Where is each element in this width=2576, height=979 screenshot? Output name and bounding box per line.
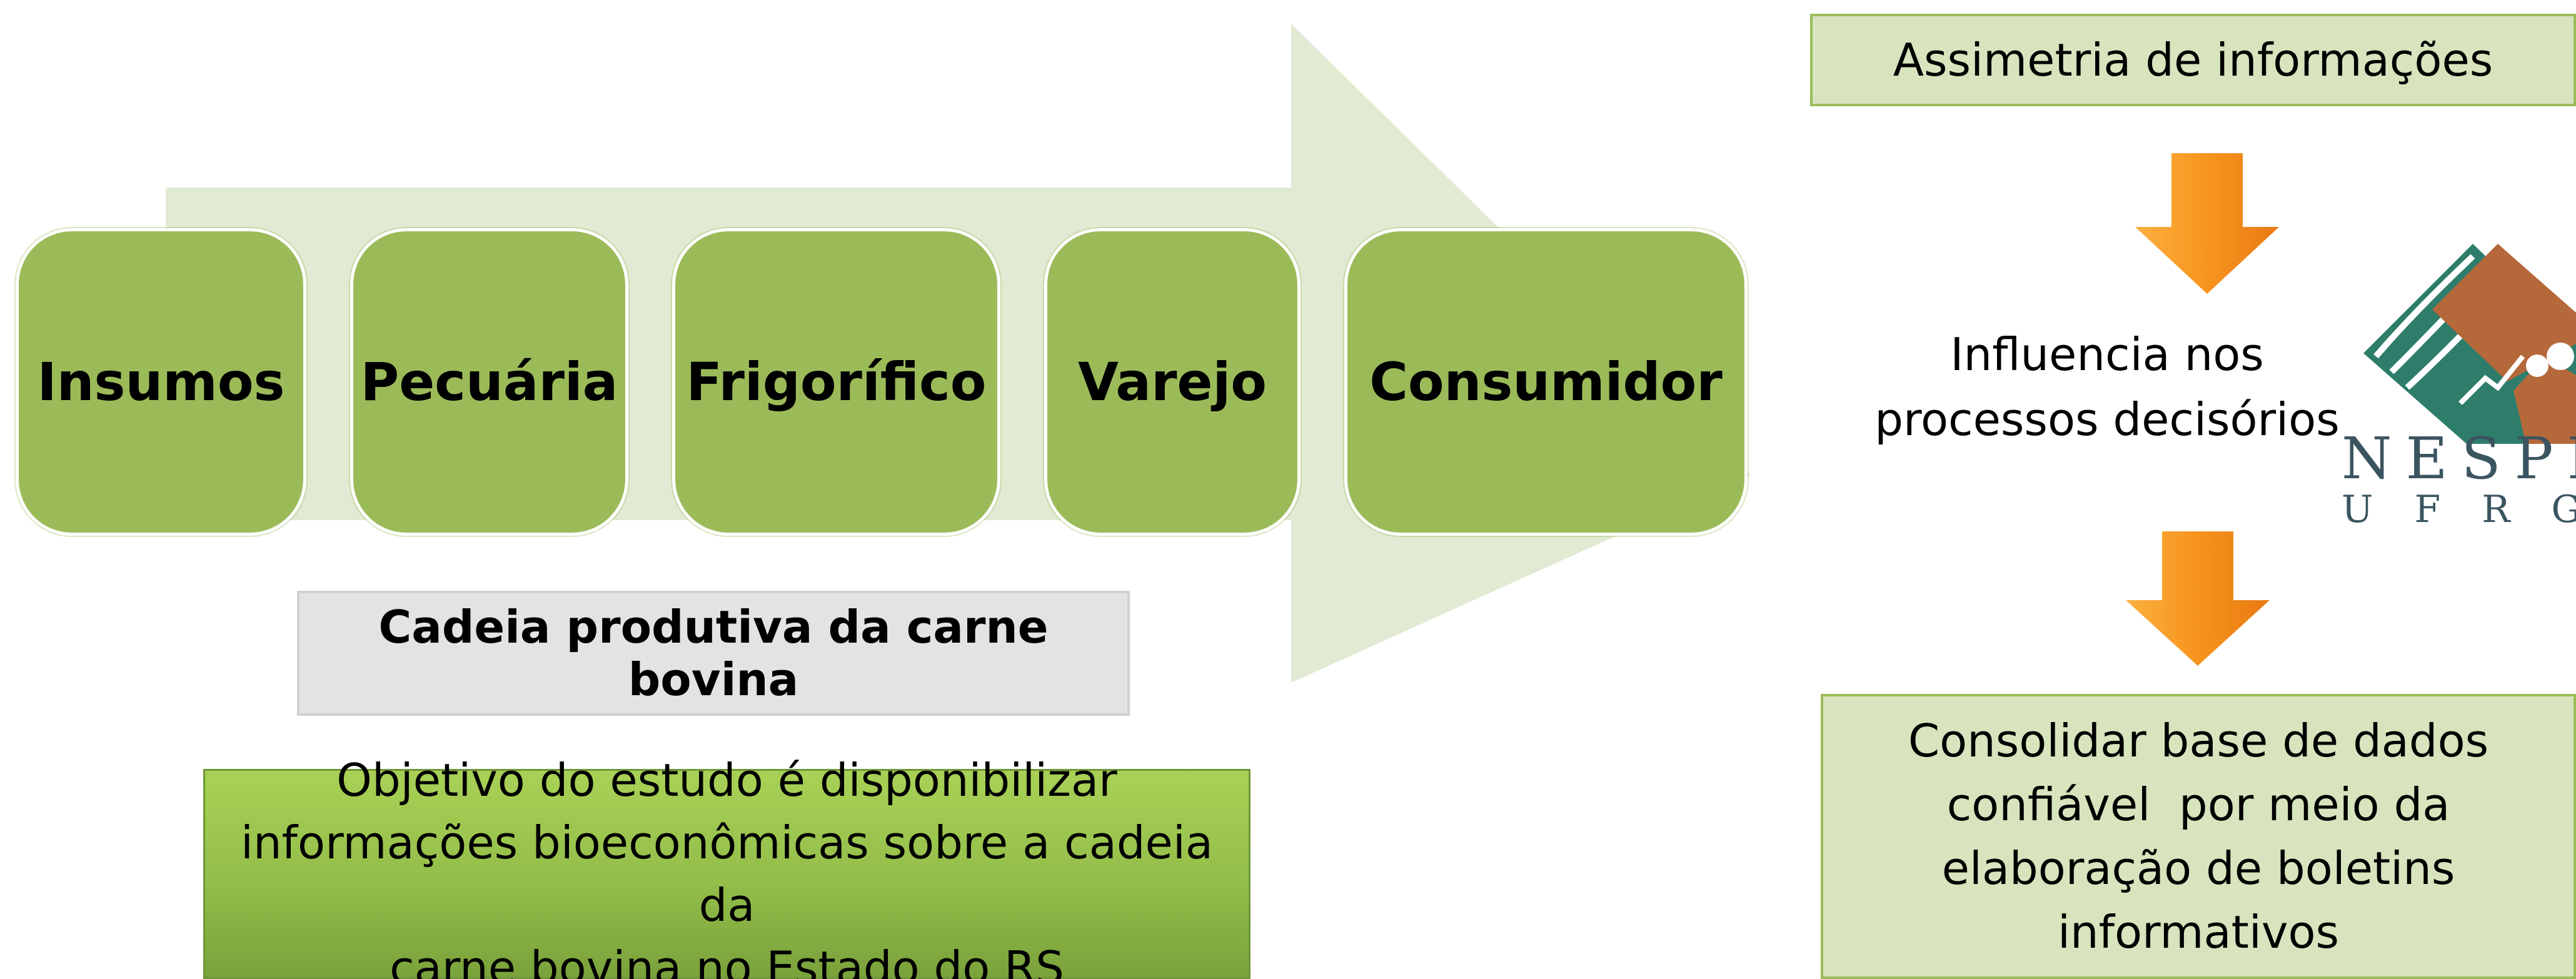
influencia-line-2: processos decisórios: [1874, 393, 2340, 446]
objective-line-2: informações bioeconômicas sobre a cadeia…: [241, 816, 1213, 931]
objective-line-3: carne bovina no Estado do RS: [390, 941, 1064, 979]
stage-frigorifico-label: Frigorífico: [686, 351, 987, 413]
consolidar-line-4: informativos: [2057, 906, 2340, 958]
stage-consumidor-label: Consumidor: [1369, 351, 1723, 413]
consolidar-box: Consolidar base de dados confiável por m…: [1821, 694, 2576, 979]
assimetria-box: Assimetria de informações: [1810, 14, 2576, 106]
stage-frigorifico: Frigorífico: [672, 228, 1000, 536]
objective-line-1: Objetivo do estudo é disponibilizar: [336, 754, 1117, 806]
consolidar-line-3: elaboração de boletins: [1941, 842, 2455, 895]
consolidar-line-2: confiável por meio da: [1946, 778, 2450, 831]
stage-consumidor: Consumidor: [1344, 228, 1748, 536]
influencia-line-1: Influencia nos: [1950, 328, 2264, 381]
objective-box: Objetivo do estudo é disponibilizar info…: [203, 754, 1250, 979]
influencia-text: Influencia nos processos decisórios: [1869, 322, 2345, 452]
stage-varejo-label: Varejo: [1078, 351, 1267, 413]
chain-caption-text: Cadeia produtiva da carne bovina: [378, 601, 1049, 706]
nespro-logo-name: NESPRO: [2342, 425, 2576, 492]
stage-insumos-label: Insumos: [37, 351, 285, 413]
stage-pecuaria: Pecuária: [350, 228, 628, 536]
stage-varejo: Varejo: [1044, 228, 1301, 536]
assimetria-text: Assimetria de informações: [1893, 34, 2493, 86]
nespro-logo-emblem: [2363, 244, 2576, 444]
nespro-logo-sub: UFRGS: [2342, 488, 2576, 531]
stage-insumos: Insumos: [16, 228, 306, 536]
chain-caption: Cadeia produtiva da carne bovina: [297, 591, 1130, 716]
down-arrow-1: [2135, 153, 2279, 294]
down-arrow-2: [2126, 531, 2270, 666]
stage-pecuaria-label: Pecuária: [360, 351, 618, 413]
consolidar-line-1: Consolidar base de dados: [1908, 715, 2489, 767]
